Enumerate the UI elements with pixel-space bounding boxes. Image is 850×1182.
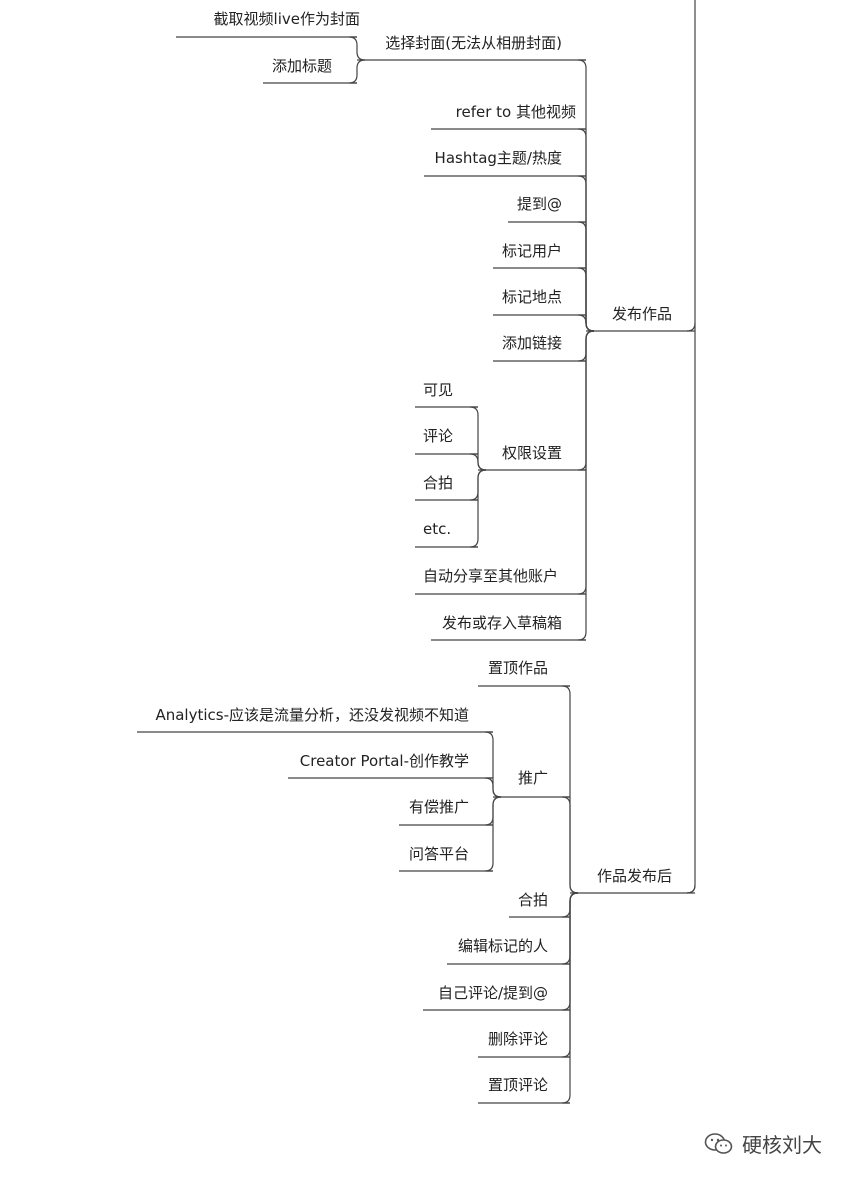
node-selfcomment: 自己评论/提到@ [437, 984, 548, 1002]
watermark-text: 硬核刘大 [742, 1133, 822, 1157]
edge-pincomment [561, 892, 579, 1104]
node-promo4: 问答平台 [408, 845, 469, 863]
node-promo2: Creator Portal-创作教学 [299, 752, 469, 770]
node-promo3: 有偿推广 [408, 798, 469, 816]
node-share: 自动分享至其他账户 [423, 567, 559, 585]
node-perm: 权限设置 [501, 444, 562, 462]
wechat-icon [704, 1132, 733, 1154]
node-promo1: Analytics-应该是流量分析，还没发视频不知道 [155, 706, 469, 724]
edge-after [686, 884, 696, 894]
node-pub: 发布作品 [611, 305, 672, 323]
node-link: 添加链接 [501, 334, 562, 352]
node-perm3: 合拍 [423, 474, 454, 492]
node-mention: 提到@ [516, 195, 562, 213]
watermark: 硬核刘大 [704, 1129, 822, 1158]
edge-pub [686, 322, 696, 332]
edge-promo2 [484, 777, 502, 798]
node-cover2: 添加标题 [271, 57, 332, 75]
node-refer: refer to 其他视频 [455, 103, 576, 121]
edge-perm2 [469, 453, 487, 471]
node-cover1: 截取视频live作为封面 [213, 10, 360, 28]
root-trunk [686, 0, 696, 894]
edge-perm4 [469, 469, 487, 548]
node-pincomment: 置顶评论 [487, 1076, 548, 1094]
node-draft: 发布或存入草稿箱 [441, 614, 562, 632]
node-hashtag: Hashtag主题/热度 [434, 149, 562, 167]
node-cover: 选择封面(无法从相册封面) [385, 34, 562, 52]
node-taguser: 标记用户 [501, 242, 562, 260]
edge-promo4 [484, 796, 502, 872]
node-after: 作品发布后 [596, 867, 672, 885]
node-perm1: 可见 [423, 381, 454, 399]
node-delcomment: 删除评论 [487, 1030, 548, 1048]
edge-tagloc [577, 314, 595, 332]
node-perm4: etc. [423, 520, 452, 538]
node-promo: 推广 [517, 769, 548, 787]
edge-draft [577, 330, 595, 641]
node-duet: 合拍 [517, 891, 548, 909]
edge-cover1 [348, 36, 366, 61]
node-perm2: 评论 [423, 427, 454, 445]
node-pin: 置顶作品 [487, 659, 548, 677]
node-edittag: 编辑标记的人 [457, 937, 548, 955]
edge-cover2 [348, 59, 366, 84]
node-tagloc: 标记地点 [501, 288, 562, 306]
edge-promo [561, 796, 579, 894]
